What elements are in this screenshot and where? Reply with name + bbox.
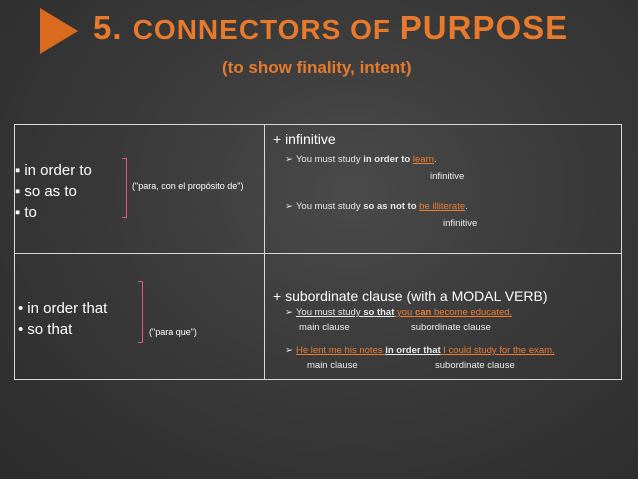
row2-connector-list: in order that so that (18, 298, 107, 340)
row1-example-1: ➢You must study in order to learn. (285, 154, 437, 165)
connector-so-that: so that (18, 319, 107, 340)
title-of: OF (341, 14, 400, 45)
row2-example-2-main-clause: main clause (307, 360, 358, 371)
arrow-bullet-icon: ➢ (285, 345, 293, 356)
row2-example-2-subordinate-clause: subordinate clause (435, 360, 515, 371)
row2-example-1: ➢You must study so that you can become e… (285, 307, 513, 318)
slide-subtitle: (to show finality, intent) (222, 58, 412, 77)
row1-example-1-label: infinitive (430, 171, 465, 182)
arrow-bullet-icon: ➢ (285, 154, 293, 165)
chevron-arrow-icon (40, 8, 78, 54)
table-row-divider (15, 253, 621, 254)
connector-in-order-that: in order that (18, 298, 107, 319)
row2-spanish-note: ("para que") (149, 327, 197, 337)
row1-header: + infinitive (273, 131, 336, 147)
title-purpose: PURPOSE (399, 9, 569, 46)
row1-bracket (122, 158, 127, 218)
title-connectors: CONNECTORS (132, 14, 342, 45)
connector-in-order-to: in order to (15, 160, 92, 181)
connector-to: to (15, 202, 92, 223)
row1-connector-list: in order to so as to to (15, 160, 92, 223)
row1-example-2: ➢You must study so as not to be illitera… (285, 201, 468, 212)
row2-example-1-subordinate-clause: subordinate clause (411, 322, 491, 333)
row1-spanish-note: ("para, con el propósito de") (132, 181, 244, 191)
title-number: 5. (93, 9, 133, 46)
row2-header: + subordinate clause (with a MODAL VERB) (273, 288, 548, 304)
row1-example-2-label: infinitive (443, 218, 478, 229)
row2-example-2: ➢He lent me his notes in order that I co… (285, 345, 555, 356)
connector-so-as-to: so as to (15, 181, 92, 202)
slide-title: 5. CONNECTORS OF PURPOSE (93, 6, 568, 52)
arrow-bullet-icon: ➢ (285, 307, 293, 318)
row2-bracket (138, 281, 143, 343)
arrow-bullet-icon: ➢ (285, 201, 293, 212)
table-column-divider (264, 125, 265, 379)
row2-example-1-main-clause: main clause (299, 322, 350, 333)
purpose-table: in order to so as to to ("para, con el p… (14, 124, 622, 380)
